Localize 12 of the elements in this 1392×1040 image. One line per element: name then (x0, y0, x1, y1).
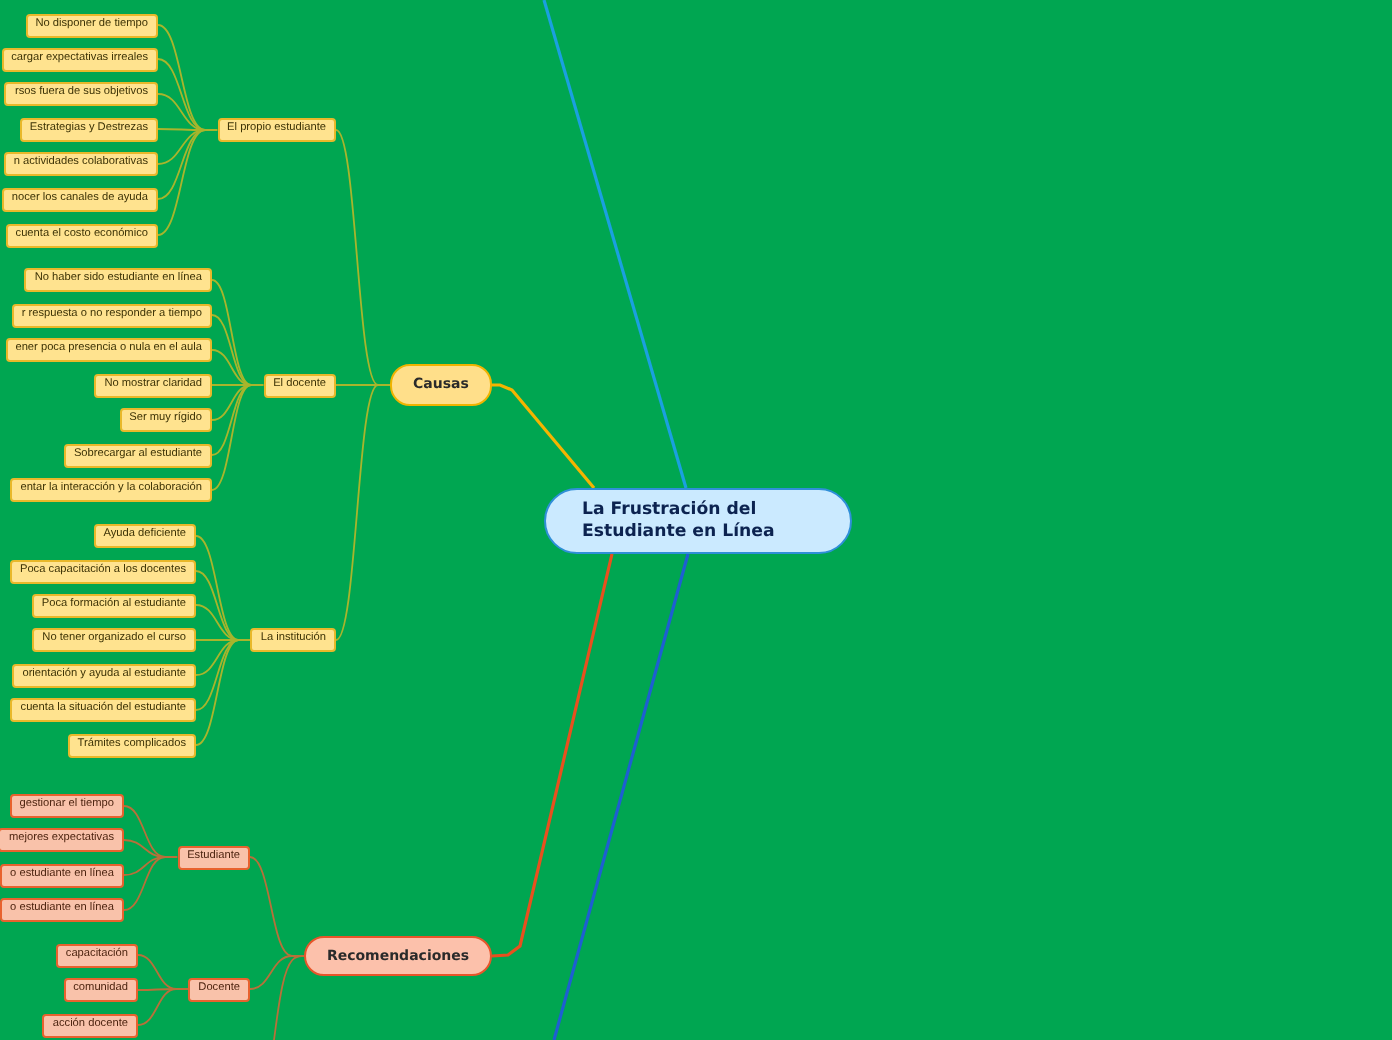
branch-line (273, 955, 305, 1040)
branch-line (552, 553, 690, 1040)
branch-line (542, 0, 688, 489)
connector-line (123, 856, 179, 911)
connector-line (492, 383, 596, 490)
connector-line (335, 384, 391, 641)
connector-line (211, 384, 265, 491)
connector-line (491, 553, 614, 958)
connector-line (137, 988, 190, 1026)
connector-line (195, 639, 252, 746)
connector-line (157, 129, 218, 236)
central-topic-node: La Frustración del Estudiante en Línea (544, 488, 852, 554)
